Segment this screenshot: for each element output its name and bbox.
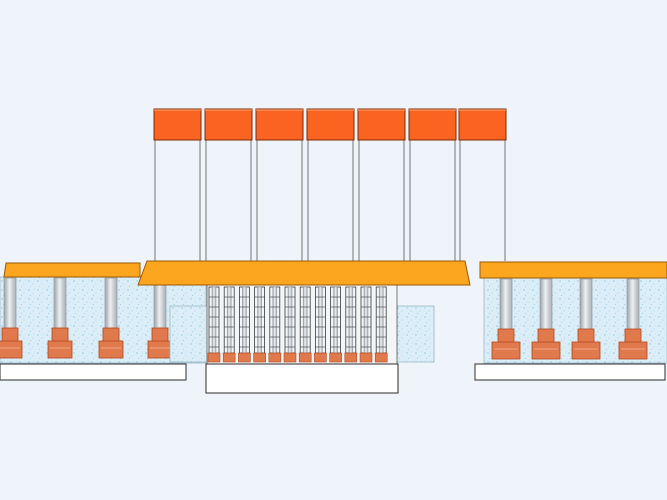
heater-block [408, 108, 457, 141]
center-pin [207, 286, 221, 363]
pin-copper-pad [222, 352, 236, 363]
center-pin [344, 286, 358, 363]
copper-collar [51, 327, 69, 343]
copper-pad [47, 340, 73, 359]
support-rod-unit [47, 277, 73, 359]
wires [154, 140, 506, 261]
right-support-rods [491, 278, 648, 360]
support-rod-unit [98, 277, 124, 359]
right-press-plate [479, 261, 667, 279]
right-base-plate [474, 363, 666, 381]
copper-collar [102, 327, 120, 343]
pin-copper-pad [238, 352, 251, 363]
center-pin [359, 286, 373, 363]
support-rod [579, 278, 593, 332]
copper-collar [1, 327, 19, 343]
center-pin [222, 286, 236, 363]
center-pin [374, 286, 388, 363]
copper-pad [0, 340, 23, 359]
pin-copper-pad [283, 352, 297, 363]
center-pin [268, 286, 282, 363]
copper-pad [98, 340, 124, 359]
copper-collar [497, 328, 515, 344]
support-rod [104, 277, 118, 331]
copper-collar [577, 328, 595, 344]
heater-block [153, 108, 202, 141]
pin-copper-pad [314, 352, 327, 363]
pin-copper-pad [329, 352, 342, 363]
left-base-plate [0, 363, 187, 381]
copper-collar [624, 328, 642, 344]
left-module [0, 262, 207, 381]
support-rod-unit [618, 278, 648, 360]
copper-pad [531, 341, 561, 360]
support-rod-unit [147, 277, 173, 359]
pin-copper-pad [298, 352, 312, 363]
heater-block [306, 108, 355, 141]
center-pin [283, 286, 297, 363]
support-rod [153, 277, 167, 331]
heater-block [458, 108, 507, 141]
support-rod [499, 278, 513, 332]
center-right-side-bath [396, 305, 435, 363]
left-press-plate [3, 262, 141, 278]
copper-pad [147, 340, 173, 359]
copper-collar [537, 328, 555, 344]
left-support-rods [0, 277, 173, 359]
pin-copper-pad [374, 352, 388, 363]
support-rod [53, 277, 67, 331]
pin-copper-pad [359, 352, 373, 363]
center-base-plate [205, 363, 399, 394]
heater-block [255, 108, 304, 141]
right-module [474, 261, 667, 381]
support-rod-unit [491, 278, 521, 360]
center-pin [238, 286, 251, 363]
copper-pad [571, 341, 601, 360]
copper-collar [151, 327, 169, 343]
copper-pad [618, 341, 648, 360]
heater-blocks [153, 108, 507, 141]
support-rod [539, 278, 553, 332]
pin-copper-pad [207, 352, 221, 363]
support-rod-unit [571, 278, 601, 360]
center-pin [253, 286, 266, 363]
copper-pad [491, 341, 521, 360]
center-press-plate [137, 260, 471, 286]
support-rod [3, 277, 17, 331]
pin-copper-pad [268, 352, 282, 363]
center-pin [298, 286, 312, 363]
center-pin [329, 286, 342, 363]
center-pin [314, 286, 327, 363]
heater-block [357, 108, 406, 141]
support-rod-unit [531, 278, 561, 360]
pin-copper-pad [253, 352, 266, 363]
center-pin-array [207, 286, 388, 363]
pin-copper-pad [344, 352, 358, 363]
center-module [137, 260, 471, 394]
support-rod-unit [0, 277, 23, 359]
heater-block [204, 108, 253, 141]
support-rod [626, 278, 640, 332]
center-left-side-bath [169, 305, 209, 363]
